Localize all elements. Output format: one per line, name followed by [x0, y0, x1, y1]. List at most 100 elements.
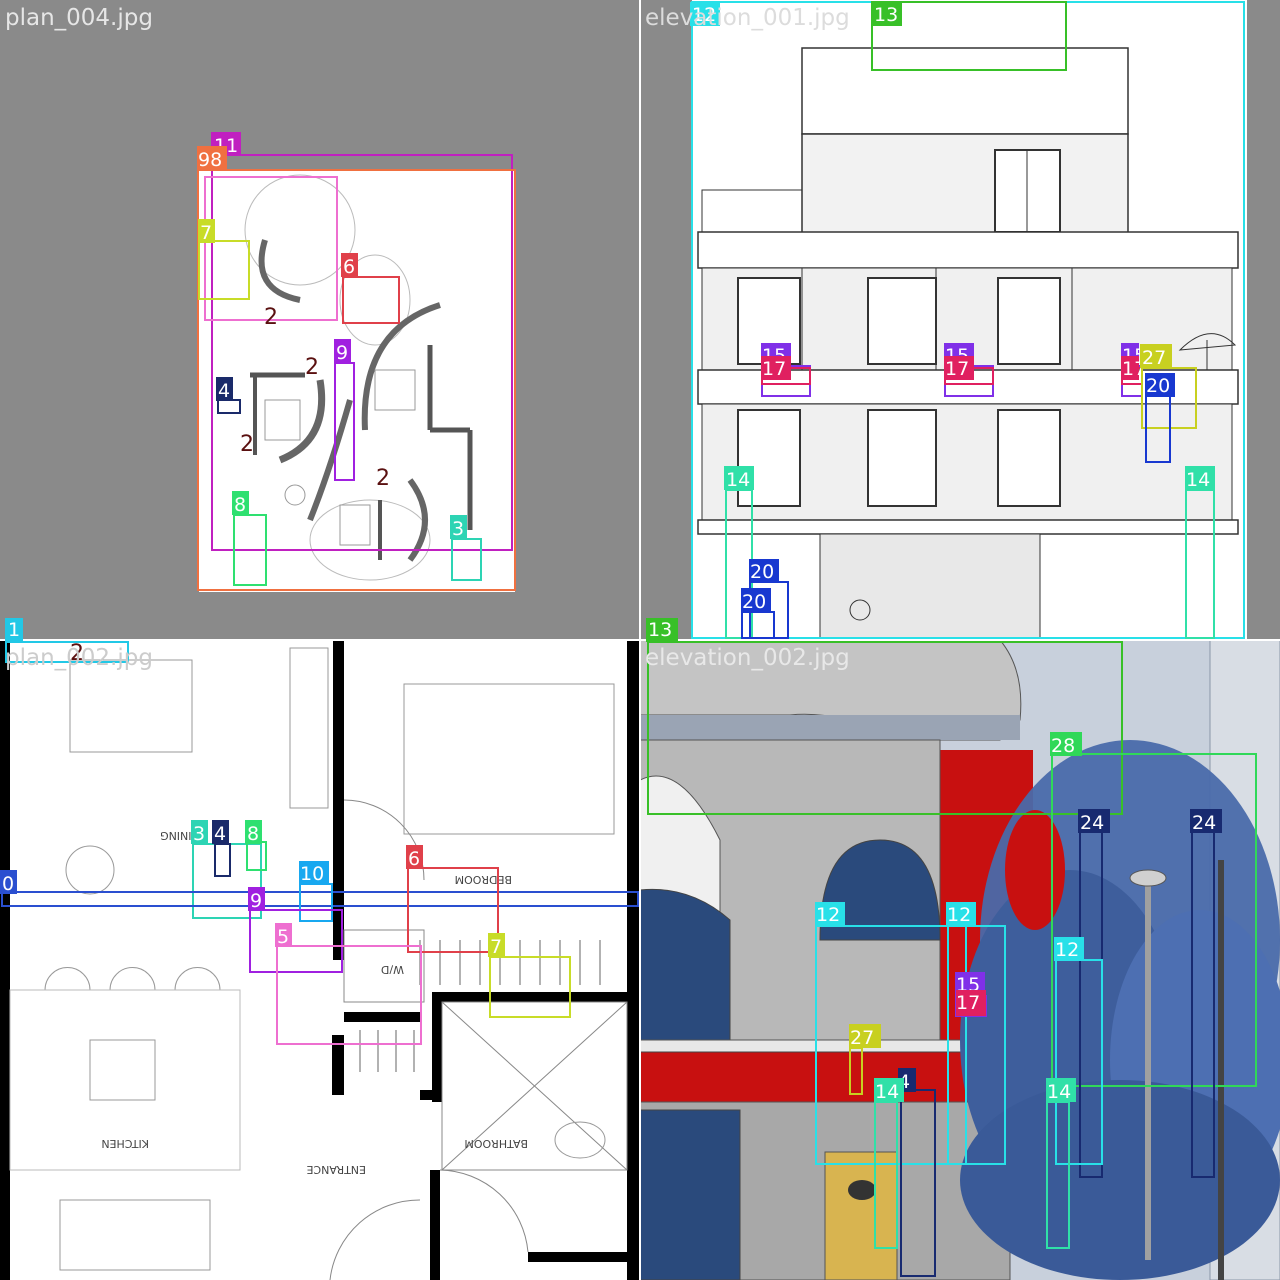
box-20-tag: 20: [1146, 375, 1170, 397]
box-5-tag: 5: [277, 926, 289, 948]
box-6-tag: 6: [408, 848, 420, 870]
tile-title: elevation_001.jpg: [645, 5, 850, 31]
box-8-tag: 8: [247, 823, 259, 845]
box-20-tag: 20: [742, 591, 766, 613]
box-0-tag: 0: [2, 873, 14, 895]
box-27-tag: 27: [1142, 347, 1166, 369]
box-11: [211, 154, 513, 551]
box-28: [1051, 753, 1257, 1087]
room-label-bedroom: BEDROOM: [455, 873, 512, 886]
plan-walls: [0, 640, 640, 1280]
box-98-tag: 98: [198, 149, 222, 171]
box-12: [815, 925, 967, 1165]
box-12: [947, 925, 1006, 1165]
marker-2: 2: [70, 641, 84, 666]
box-1: [5, 641, 129, 663]
box-17-tag: 17: [762, 358, 786, 380]
box-12-tag: 12: [1055, 939, 1079, 961]
box-13-tag-bg: [872, 2, 902, 26]
box-3-tag: 3: [452, 518, 464, 540]
box-13-tag: 13: [874, 4, 898, 26]
box-6-tag: 6: [343, 256, 355, 278]
marker-2: 2: [305, 355, 319, 380]
box-1-tag: 1: [8, 619, 21, 641]
tile-elevation-002: 28 24 24 12 12 12 15 17 27: [640, 640, 1280, 1280]
box-7-tag: 7: [490, 936, 502, 958]
box-6: [342, 276, 400, 324]
box-5: [276, 945, 422, 1045]
box-98-tag-bg: [197, 146, 227, 170]
marker-2: 2: [376, 466, 390, 491]
box-4: [214, 843, 231, 877]
box-12-tag: 12: [692, 4, 716, 26]
tile-divider-horizontal: [0, 639, 1280, 641]
box-24-tag: 24: [1192, 812, 1216, 834]
detection-boxes: 12 13 15 17 15 17 15 17 27: [690, 1, 1245, 639]
room-label-bathroom: BATHROOM: [464, 1137, 528, 1150]
box-7: [198, 240, 250, 300]
plan-002-canvas: DINING BEDROOM W/D KITCHEN BATHROOM ENTR…: [0, 640, 640, 1280]
box-14-tag: 14: [1047, 1081, 1071, 1103]
detection-boxes: 2 3 4 8 0 10 9 6 5: [0, 640, 639, 1045]
box-13: [647, 641, 1123, 815]
elevation-001-canvas: 12 13 15 17 15 17 15 17 27: [690, 0, 1247, 640]
box-28-tag: 28: [1051, 735, 1075, 757]
box-13-tag-bg: [646, 618, 678, 642]
box-9-tag: 9: [250, 890, 262, 912]
room-label-dining: DINING: [160, 829, 200, 842]
box-7-tag: 7: [200, 222, 212, 244]
box-6: [407, 867, 499, 953]
box-pink: [204, 176, 338, 321]
box-12-tag-bg: [690, 2, 720, 26]
box-4-tag: 4: [214, 823, 226, 845]
box-14-tag: 14: [1186, 469, 1210, 491]
plan-004-canvas: 11 98 7 6 9 4 8 3 2 2 2: [197, 132, 516, 592]
box-10: [299, 883, 333, 922]
plan-linework: [9, 647, 628, 1280]
tile-plan-004: plan_004.jpg 11: [0, 0, 640, 640]
box-24-tag: 24: [1080, 812, 1104, 834]
box-12-tag: 12: [947, 904, 971, 926]
box-9-tag: 9: [336, 342, 348, 364]
tile-elevation-001: 12 13 15 17 15 17 15 17 27: [640, 0, 1280, 640]
tree-canopy: [960, 740, 1280, 1280]
box-1-tag-bg: [5, 618, 23, 642]
room-label-entrance: ENTRANCE: [306, 1163, 366, 1176]
room-label-kitchen: KITCHEN: [101, 1137, 149, 1150]
marker-2: 2: [264, 305, 278, 330]
box-8-tag-bg: [232, 491, 249, 515]
box-20-tag: 20: [750, 561, 774, 583]
box-3-tag: 3: [193, 823, 205, 845]
box-8-tag: 8: [234, 494, 246, 516]
box-4-tag-bg: [216, 377, 233, 401]
tile-title: elevation_002.jpg: [645, 645, 850, 671]
box-17-tag: 17: [956, 992, 980, 1014]
box-98: [197, 169, 516, 591]
box-9: [249, 909, 343, 973]
box-8: [233, 514, 267, 586]
box-14-tag: 14: [875, 1081, 899, 1103]
box-13: [871, 1, 1067, 71]
box-3-tag-bg: [450, 515, 467, 539]
elevation-002-canvas: 28 24 24 12 12 12 15 17 27: [640, 640, 1280, 1280]
box-27-tag: 27: [850, 1027, 874, 1049]
tile-title: plan_002.jpg: [5, 645, 153, 671]
box-12-tag: 12: [816, 904, 840, 926]
box-4-tag: 4: [218, 380, 230, 402]
plan-linework: [244, 174, 473, 581]
room-label-wd: W/D: [381, 963, 404, 976]
box-7-tag-bg: [198, 219, 215, 243]
box-10-tag: 10: [300, 863, 324, 885]
box-13-tag: 13: [648, 619, 673, 641]
box-4: [900, 1089, 936, 1277]
tile-plan-002: DINING BEDROOM W/D KITCHEN BATHROOM ENTR…: [0, 640, 640, 1280]
detection-boxes: 11 98 7 6 9 4 8 3 2 2 2: [197, 132, 516, 591]
box-6-tag-bg: [341, 253, 358, 277]
box-8: [246, 841, 267, 871]
box-14-tag: 14: [726, 469, 750, 491]
box-0: [1, 891, 639, 907]
box-9-tag-bg: [334, 339, 351, 363]
box-7: [489, 956, 571, 1018]
box-17-tag: 17: [945, 358, 969, 380]
tile-title: plan_004.jpg: [5, 5, 153, 31]
